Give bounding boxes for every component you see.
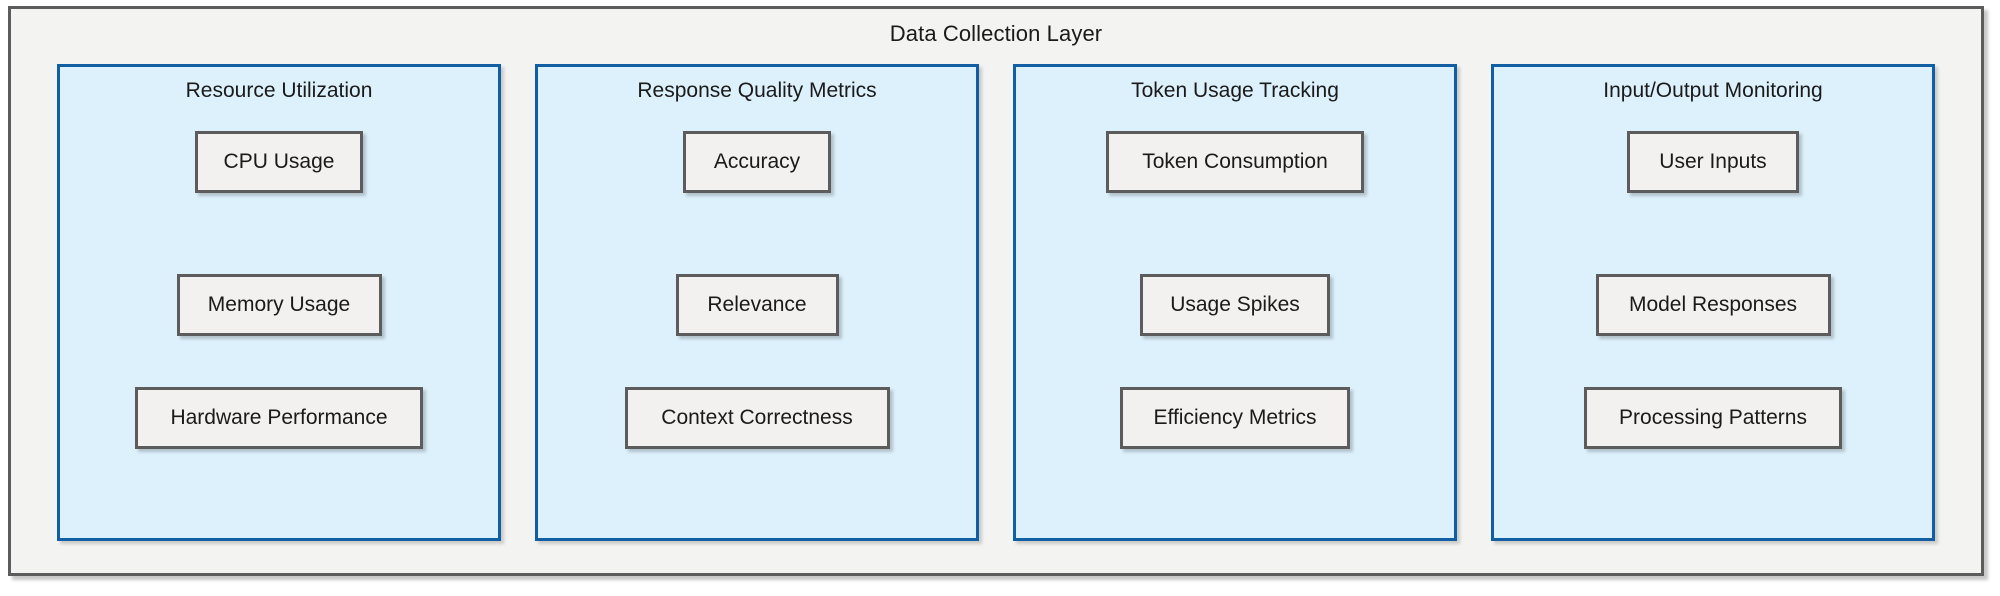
node-label: Accuracy [713, 150, 801, 173]
node-accuracy[interactable]: Accuracy [683, 131, 831, 193]
node-label: Usage Spikes [1170, 293, 1300, 316]
panel-title: Input/Output Monitoring [1603, 79, 1823, 102]
node-label: Model Responses [1628, 293, 1798, 316]
panel-title: Response Quality Metrics [637, 79, 877, 102]
data-collection-layer-container: Data Collection Layer Resource Utilizati… [8, 6, 1984, 576]
node-label: Relevance [707, 293, 807, 316]
node-label: Token Consumption [1142, 150, 1328, 173]
panel-response-quality-metrics[interactable]: Response Quality Metrics Accuracy Releva… [535, 64, 979, 541]
panel-node-list: User Inputs Model Responses Processing P… [1494, 104, 1932, 538]
node-user-inputs[interactable]: User Inputs [1627, 131, 1799, 193]
node-relevance[interactable]: Relevance [675, 274, 839, 336]
node-context-correctness[interactable]: Context Correctness [624, 387, 890, 449]
node-usage-spikes[interactable]: Usage Spikes [1140, 274, 1330, 336]
panel-node-list: CPU Usage Memory Usage Hardware Performa… [60, 104, 498, 538]
node-model-responses[interactable]: Model Responses [1595, 274, 1831, 336]
panel-title: Resource Utilization [185, 79, 373, 102]
panel-token-usage-tracking[interactable]: Token Usage Tracking Token Consumption U… [1013, 64, 1457, 541]
node-label: Memory Usage [207, 293, 351, 316]
node-cpu-usage[interactable]: CPU Usage [195, 131, 363, 193]
node-label: Efficiency Metrics [1153, 406, 1317, 429]
panel-input-output-monitoring[interactable]: Input/Output Monitoring User Inputs Mode… [1491, 64, 1935, 541]
node-label: Hardware Performance [170, 406, 388, 429]
node-efficiency-metrics[interactable]: Efficiency Metrics [1120, 387, 1350, 449]
panel-row: Resource Utilization CPU Usage Memory Us… [11, 64, 1981, 554]
panel-node-list: Accuracy Relevance Context Correctness [538, 104, 976, 538]
panel-title: Token Usage Tracking [1131, 79, 1339, 102]
node-hardware-performance[interactable]: Hardware Performance [135, 387, 423, 449]
panel-node-list: Token Consumption Usage Spikes Efficienc… [1016, 104, 1454, 538]
node-token-consumption[interactable]: Token Consumption [1106, 131, 1364, 193]
node-label: Processing Patterns [1619, 406, 1807, 429]
page-title: Data Collection Layer [889, 21, 1103, 46]
panel-resource-utilization[interactable]: Resource Utilization CPU Usage Memory Us… [57, 64, 501, 541]
node-label: User Inputs [1659, 150, 1767, 173]
node-processing-patterns[interactable]: Processing Patterns [1584, 387, 1842, 449]
node-label: Context Correctness [661, 406, 853, 429]
node-label: CPU Usage [223, 150, 335, 173]
node-memory-usage[interactable]: Memory Usage [176, 274, 382, 336]
